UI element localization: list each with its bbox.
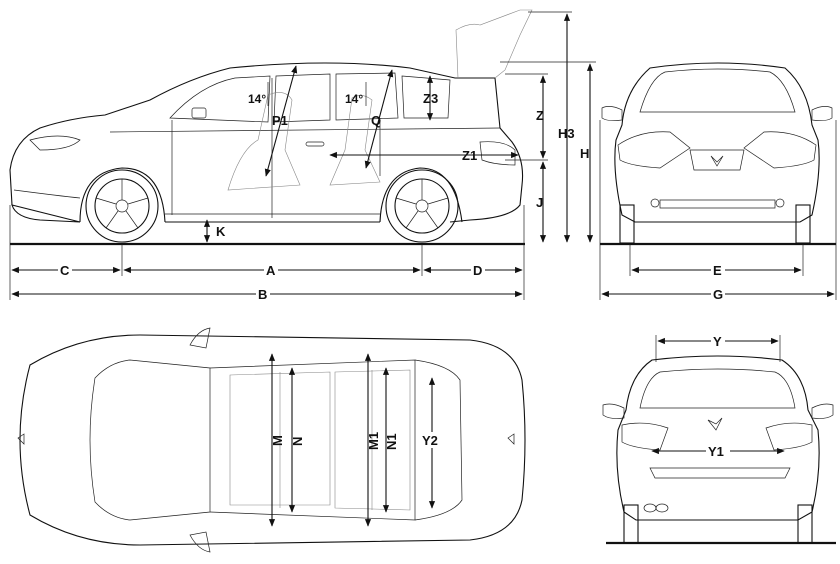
side-k-label: K <box>216 224 226 239</box>
front-body-outline <box>614 62 820 223</box>
side-front-window <box>169 75 271 123</box>
rear-plate-area <box>649 467 791 479</box>
rear-mirror-left <box>602 403 625 419</box>
top-mirror-right <box>189 531 211 553</box>
rear-tire-right <box>797 504 813 544</box>
top-n-label: N <box>290 437 305 446</box>
side-body-outline <box>9 62 524 223</box>
side-rear-seat <box>329 95 381 186</box>
top-body-outline <box>19 334 526 546</box>
rear-logo-icon <box>707 417 723 431</box>
top-front-seats <box>229 371 331 506</box>
front-tire-right <box>795 204 811 244</box>
top-n1-label: N1 <box>384 433 399 450</box>
rear-view: Y Y1 <box>602 333 836 545</box>
top-front-logo-icon <box>17 433 25 445</box>
side-p1-label: P1 <box>272 113 288 128</box>
rear-mirror-right <box>811 403 834 419</box>
top-view: M N M1 N1 Y2 <box>17 327 526 553</box>
side-z1-label: Z1 <box>462 148 477 163</box>
front-foglight-right <box>775 198 785 208</box>
top-roof <box>209 359 416 521</box>
side-h3-label: H3 <box>558 126 575 141</box>
front-g-label: G <box>713 287 723 302</box>
rear-window <box>639 368 796 409</box>
rear-taillight-right <box>765 422 813 451</box>
side-bumper-line <box>13 189 81 199</box>
side-angle1-label: 14° <box>248 92 266 106</box>
side-headlight <box>29 135 81 151</box>
top-rear-logo-icon <box>507 433 515 445</box>
front-air-intake <box>659 199 776 209</box>
front-headlight-left <box>617 131 691 169</box>
side-front-seat <box>227 92 301 191</box>
rear-tire-left <box>623 504 639 544</box>
side-door-handle <box>305 141 325 147</box>
side-front-wheel <box>85 169 159 243</box>
front-foglight-left <box>650 198 660 208</box>
rear-taillight-left <box>621 422 669 451</box>
front-logo-icon <box>710 155 724 167</box>
side-front-arch <box>79 167 166 223</box>
side-d-label: D <box>473 263 482 278</box>
side-z-label: Z <box>536 108 544 123</box>
top-y2-label: Y2 <box>422 433 438 448</box>
side-q-line <box>364 69 394 169</box>
rear-y-label: Y <box>713 334 722 349</box>
rear-y1-label: Y1 <box>708 444 724 459</box>
rear-exhaust-2 <box>655 503 669 513</box>
front-tire-left <box>619 204 635 244</box>
front-e-label: E <box>713 263 722 278</box>
side-b-label: B <box>258 287 267 302</box>
top-rear-glass <box>414 359 463 521</box>
side-a-label: A <box>266 263 276 278</box>
side-rear-arch <box>379 167 463 223</box>
side-p1-line <box>264 65 298 177</box>
side-view: 14° 14° P1 Q Z1 Z3 Z J H3 H K <box>9 9 596 302</box>
side-angle2-label: 14° <box>345 92 363 106</box>
front-headlight-right <box>743 131 817 169</box>
side-h-label: H <box>580 146 589 161</box>
top-mirror-left <box>189 327 211 349</box>
side-j-label: J <box>536 195 543 210</box>
top-m1-label: M1 <box>366 432 381 450</box>
side-c-label: C <box>60 263 70 278</box>
side-z3-label: Z3 <box>423 91 438 106</box>
top-m-label: M <box>270 435 285 446</box>
front-mirror-left <box>601 106 623 122</box>
side-belt-line <box>109 127 501 133</box>
side-taillight <box>479 141 516 166</box>
front-windshield <box>639 68 796 113</box>
front-mirror-right <box>811 106 833 122</box>
rear-body-outline <box>616 355 820 521</box>
front-grille <box>689 149 745 171</box>
side-mirror <box>191 107 207 119</box>
side-q-label: Q <box>371 113 381 128</box>
side-rear-wheel <box>385 169 459 243</box>
rear-exhaust-1 <box>643 503 657 513</box>
top-windshield <box>89 359 211 521</box>
side-quarter-window <box>401 75 451 119</box>
side-open-tailgate <box>455 9 533 79</box>
front-view: E G <box>599 62 837 302</box>
